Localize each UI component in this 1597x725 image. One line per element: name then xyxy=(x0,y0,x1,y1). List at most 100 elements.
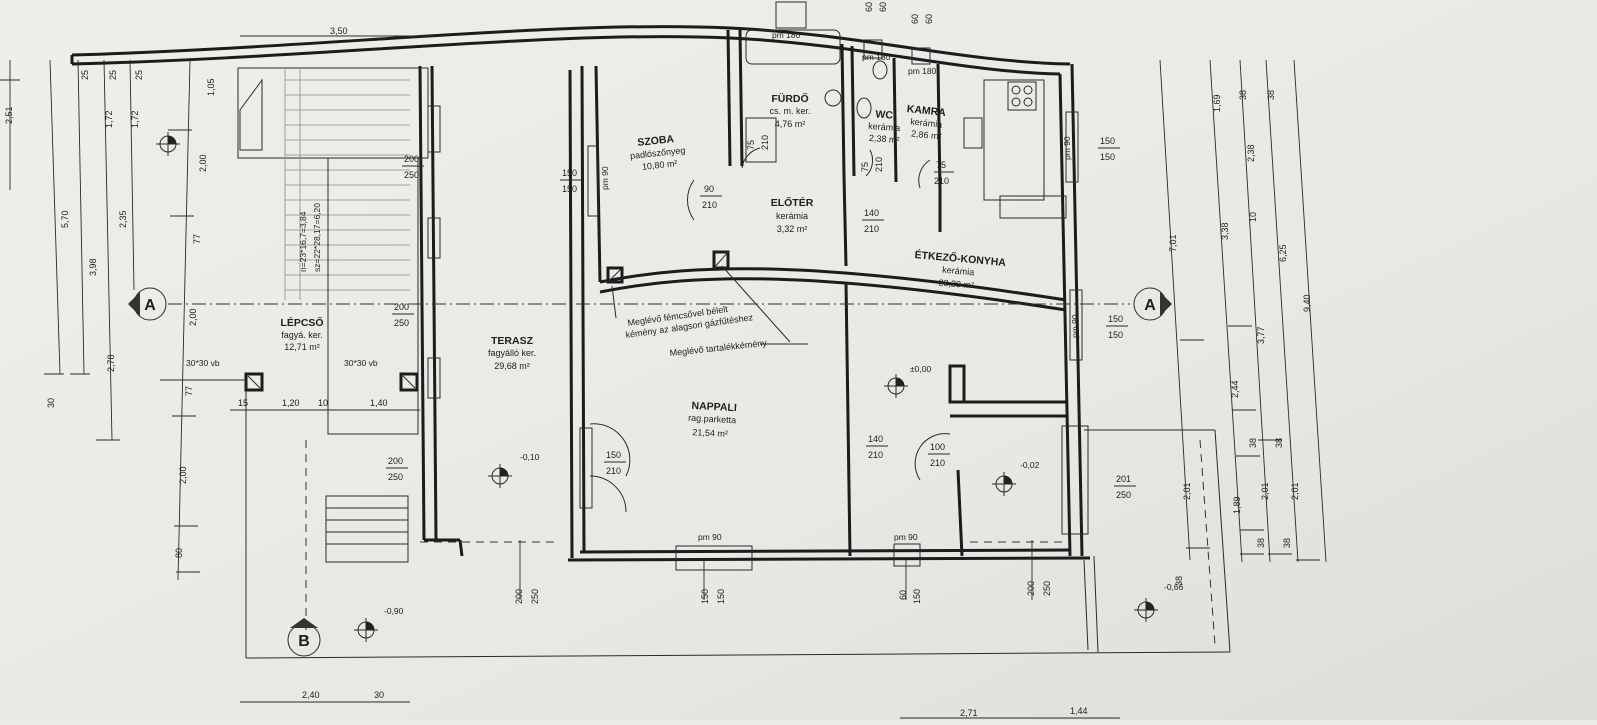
level-bottom-left: -0,90 xyxy=(384,606,404,616)
dim-bottom: 2,71 xyxy=(960,708,978,718)
room-kamra-area: 2,86 m² xyxy=(911,128,942,141)
svg-text:75: 75 xyxy=(746,140,756,150)
room-lepcso-area: 12,71 m² xyxy=(284,342,320,352)
pm-label-6: pm 180 xyxy=(862,52,891,62)
pm-label-2: pm 90 xyxy=(1062,136,1072,160)
room-nappali-area: 21,54 m² xyxy=(692,427,728,439)
pm-label-5: pm 180 xyxy=(772,30,801,40)
dim-right: 3,38 xyxy=(1220,222,1230,240)
dim-right: 38 xyxy=(1174,576,1184,586)
dims-top-bottom: 3,50 60 60 60 60 15 1,20 10 1,40 2,40 30… xyxy=(238,2,1088,718)
dim-left: 3,98 xyxy=(88,258,98,276)
opening-d6: 140 210 xyxy=(866,434,888,460)
dim-right: 2,01 xyxy=(1182,482,1192,500)
dim-left: 2,00 xyxy=(188,308,198,326)
dim-right: 1,69 xyxy=(1212,94,1222,112)
dim-left: 77 xyxy=(192,234,202,244)
dim-left: 77 xyxy=(184,386,194,396)
svg-text:200: 200 xyxy=(514,589,524,604)
dim-bottom: 30 xyxy=(374,690,384,700)
exterior-walls xyxy=(70,25,1091,562)
svg-text:140: 140 xyxy=(868,434,883,444)
level-values: ±0,00 -0,10 -0,02 -0,90 -0,66 xyxy=(384,364,1184,616)
room-furdo-name: FÜRDŐ xyxy=(771,92,808,105)
dim-left: 25 xyxy=(108,70,118,80)
dim-left: 80 xyxy=(174,548,184,558)
svg-text:250: 250 xyxy=(530,589,540,604)
dim-top: 60 xyxy=(924,14,934,24)
svg-text:150: 150 xyxy=(700,589,710,604)
dim-right: 10 xyxy=(1248,212,1258,222)
dim-right: 3,77 xyxy=(1256,326,1266,344)
dim-stair: 1,20 xyxy=(282,398,300,408)
dim-left: 2,51 xyxy=(4,106,14,124)
svg-text:210: 210 xyxy=(930,458,945,468)
dim-top: 60 xyxy=(910,14,920,24)
dims-right: 7,01 1,69 3,38 2,44 2,01 1,89 38 38 38 2… xyxy=(1168,90,1312,586)
svg-text:150: 150 xyxy=(716,589,726,604)
dim-right: 2,01 xyxy=(1290,482,1300,500)
level-right: -0,02 xyxy=(1020,460,1040,470)
svg-text:210: 210 xyxy=(934,176,949,186)
dim-left: 2,78 xyxy=(106,354,116,372)
dim-stair: 15 xyxy=(238,398,248,408)
room-eloter-name: ELŐTÉR xyxy=(771,196,814,209)
room-etkezo-area: 28,29 m² xyxy=(938,277,974,290)
opening-d5: 140 210 xyxy=(862,208,884,234)
dim-stair: 10 xyxy=(318,398,328,408)
level-terrace: -0,10 xyxy=(520,452,540,462)
svg-text:150: 150 xyxy=(1108,314,1123,324)
level-main: ±0,00 xyxy=(910,364,931,374)
svg-text:150: 150 xyxy=(562,168,577,178)
section-marker-b xyxy=(287,618,321,657)
svg-text:210: 210 xyxy=(868,450,883,460)
svg-text:250: 250 xyxy=(1042,581,1052,596)
room-kamra-name: KAMRA xyxy=(906,103,947,119)
svg-text:75: 75 xyxy=(936,160,946,170)
svg-text:150: 150 xyxy=(606,450,621,460)
dim-right: 38 xyxy=(1256,538,1266,548)
dim-left: 2,00 xyxy=(178,466,188,484)
dim-right: 7,01 xyxy=(1168,234,1178,252)
dim-left: 1,05 xyxy=(206,78,216,96)
level-bottom-right: -0,66 xyxy=(1164,582,1184,592)
room-furdo-material: cs. m. ker. xyxy=(769,106,810,116)
dim-left: 2,35 xyxy=(118,210,128,228)
svg-text:210: 210 xyxy=(874,157,884,172)
vb-label-left: 30*30 vb xyxy=(186,358,220,368)
dim-top: 3,50 xyxy=(330,26,348,36)
room-wc-material: kerámia xyxy=(868,121,901,133)
dim-bottom: 1,44 xyxy=(1070,706,1088,716)
svg-text:150: 150 xyxy=(1100,136,1115,146)
pm-label-7: pm 180 xyxy=(908,66,937,76)
opening-d4: 75 210 xyxy=(934,160,954,186)
dims-left: 2,51 5,70 3,98 2,78 1,72 1,72 2,35 25 25… xyxy=(4,70,216,558)
dim-right: 9,40 xyxy=(1302,294,1312,312)
dim-right: 38 xyxy=(1238,90,1248,100)
section-a-left-label: A xyxy=(144,297,156,314)
svg-text:250: 250 xyxy=(1116,490,1131,500)
room-lepcso-material: fagyá. ker. xyxy=(281,330,323,340)
dim-right: 38 xyxy=(1274,438,1284,448)
dim-right: 38 xyxy=(1266,90,1276,100)
interior-walls xyxy=(427,1,1089,571)
room-kamra-material: kerámia xyxy=(910,116,943,129)
svg-text:210: 210 xyxy=(864,224,879,234)
dim-right: 2,44 xyxy=(1230,380,1240,398)
section-a-right-label: A xyxy=(1144,297,1156,314)
room-terasz-material: fagyálló ker. xyxy=(488,348,536,358)
dim-top: 60 xyxy=(864,2,874,12)
dim-left: 1,72 xyxy=(130,110,140,128)
svg-text:140: 140 xyxy=(864,208,879,218)
dim-right: 38 xyxy=(1282,538,1292,548)
dim-right: 1,89 xyxy=(1232,496,1242,514)
